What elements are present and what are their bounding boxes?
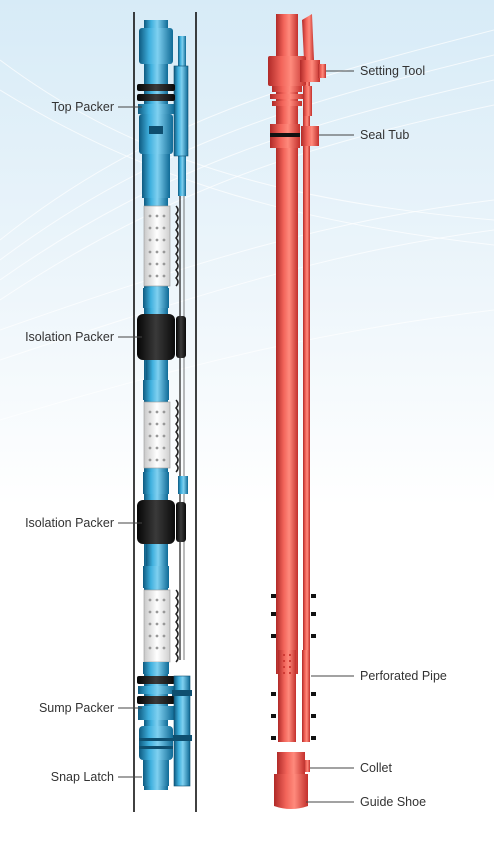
perforated-pipe-element	[278, 650, 310, 680]
background-swoosh	[0, 29, 494, 421]
guide-shoe-element	[274, 774, 308, 809]
seal-tub-element	[270, 124, 319, 148]
isolation-packer-1-element	[137, 314, 186, 360]
sump-packer-element	[137, 676, 175, 720]
snap-latch-element	[139, 726, 173, 786]
setting-tool-label: Setting Tool	[360, 64, 426, 78]
screen-section-1	[143, 205, 179, 287]
collet-label: Collet	[360, 761, 392, 775]
top-packer-label: Top Packer	[51, 100, 114, 114]
sump-packer-label: Sump Packer	[38, 701, 114, 715]
right-leader-lines	[306, 70, 354, 803]
isolation-packer-2-element	[137, 500, 186, 544]
seal-tub-label: Seal Tub	[360, 128, 410, 142]
left-tool-string	[137, 20, 192, 790]
collet-element	[277, 752, 310, 774]
centralizer-studs	[271, 594, 316, 740]
setting-tool-element	[268, 14, 326, 116]
guide-shoe-label: Guide Shoe	[360, 795, 427, 809]
right-tool-string	[268, 14, 326, 809]
screen-section-2	[143, 399, 179, 473]
perforated-pipe-label: Perforated Pipe	[360, 669, 447, 683]
screen-section-3	[143, 589, 179, 663]
isolation-packer-1-label: Isolation Packer	[25, 330, 114, 344]
isolation-packer-2-label: Isolation Packer	[25, 516, 114, 530]
top-packer-element	[137, 84, 175, 114]
snap-latch-label: Snap Latch	[50, 770, 114, 784]
left-leader-lines	[118, 106, 142, 778]
